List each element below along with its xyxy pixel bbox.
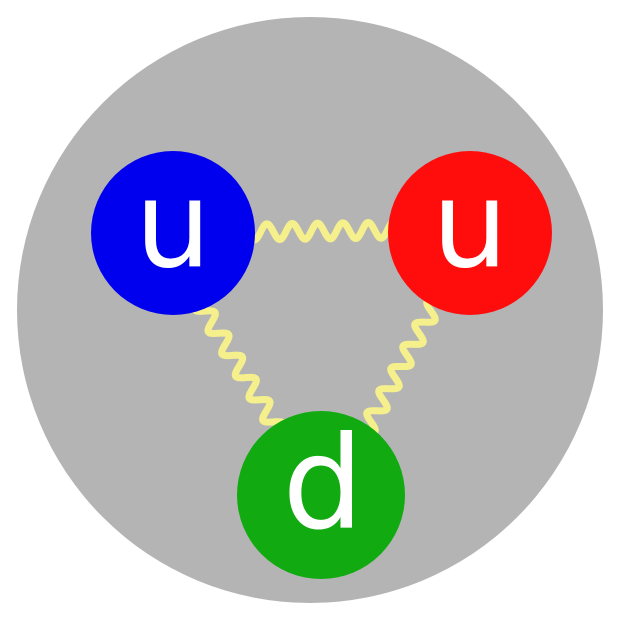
quark-down-green-label: d <box>282 410 363 559</box>
quark-down-green: d <box>237 410 405 579</box>
quark-up-blue-circle <box>91 151 255 315</box>
gluon-red-green <box>361 296 441 437</box>
quark-up-blue-label: u <box>135 157 211 296</box>
gluon-blue-green <box>190 296 288 437</box>
quark-up-blue: u <box>91 151 255 315</box>
quark-down-green-circle <box>237 411 405 579</box>
quark-up-red: u <box>388 151 552 315</box>
gluon-layer <box>190 218 441 437</box>
quark-up-red-label: u <box>432 157 508 296</box>
quark-up-red-circle <box>388 151 552 315</box>
gluon-blue-red <box>244 218 404 244</box>
